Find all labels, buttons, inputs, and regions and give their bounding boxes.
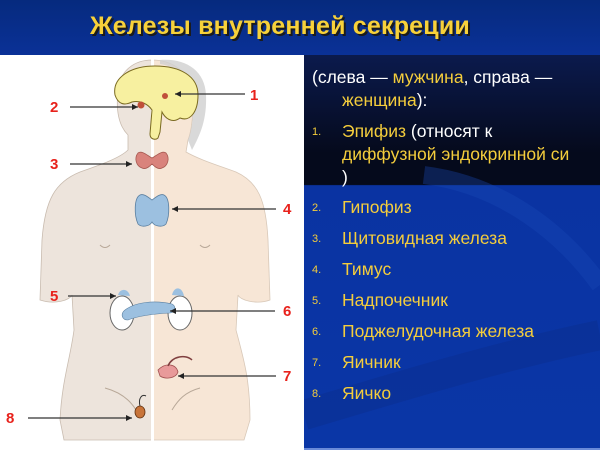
list-number: 7. <box>312 357 322 369</box>
text-panel: (слева — мужчина, справа — женщина): 1. … <box>304 55 600 450</box>
thymus-shape <box>134 194 170 227</box>
pituitary-gland-shape <box>137 101 145 109</box>
endocrine-diagram: 1 2 3 4 5 6 7 8 <box>0 55 304 450</box>
adrenal-left-shape <box>118 289 130 296</box>
adrenal-right-shape <box>172 288 184 296</box>
list-number: 8. <box>312 388 322 400</box>
diagram-label-6: 6 <box>283 303 292 320</box>
list-number: 1. <box>312 126 322 138</box>
brain-shape <box>114 65 199 140</box>
list-item-6: 6. Поджелудочная железа <box>312 320 600 343</box>
list-item-4: 4. Тимус <box>312 258 600 281</box>
body-illustration <box>28 55 276 450</box>
list-item-8: 8. Яичко <box>312 382 600 405</box>
intro-close: ): <box>416 90 428 110</box>
male-body-half <box>39 59 153 441</box>
intro-middle: , справа — <box>463 67 553 87</box>
list-number: 2. <box>312 202 322 214</box>
list-item-name: Тимус <box>342 259 392 279</box>
diagram-label-5: 5 <box>50 288 59 305</box>
diagram-label-8: 8 <box>6 410 15 427</box>
list-item-3: 3. Щитовидная железа <box>312 227 600 250</box>
intro-text: (слева — мужчина, справа — женщина): <box>312 66 600 112</box>
list-item-name: Поджелудочная железа <box>342 321 534 341</box>
list-item-2: 2. Гипофиз <box>312 196 600 219</box>
diagram-label-2: 2 <box>50 99 59 116</box>
intro-open: (слева — <box>312 67 393 87</box>
list-item-name: Яичко <box>342 383 392 403</box>
title-bar: Железы внутренней секреции <box>0 0 600 55</box>
list-item-note: (относят к <box>406 121 493 141</box>
list-item-note-close: ) <box>342 167 348 187</box>
list-number: 4. <box>312 264 322 276</box>
gland-list: 1. Эпифиз (относят к диффузной эндокринн… <box>312 120 600 405</box>
list-item-name: Щитовидная железа <box>342 228 507 248</box>
diagram-label-4: 4 <box>283 201 292 218</box>
diagram-label-7: 7 <box>283 368 292 385</box>
list-item-name: Гипофиз <box>342 197 412 217</box>
pancreas-shape <box>121 301 176 321</box>
list-item-name: Надпочечник <box>342 290 448 310</box>
slide-title: Железы внутренней секреции <box>90 12 470 40</box>
testis-shape <box>134 405 146 419</box>
list-number: 6. <box>312 326 322 338</box>
list-item-5: 5. Надпочечник <box>312 289 600 312</box>
list-item-note-line2: диффузной эндокринной си <box>342 144 570 164</box>
list-number: 5. <box>312 295 322 307</box>
list-item-1: 1. Эпифиз (относят к диффузной эндокринн… <box>312 120 600 189</box>
ovary-shape <box>157 364 179 379</box>
list-number: 3. <box>312 233 322 245</box>
diagram-label-3: 3 <box>50 156 59 173</box>
intro-female: женщина <box>342 90 417 110</box>
pineal-gland-shape <box>162 93 168 99</box>
thyroid-shape <box>135 151 169 169</box>
list-item-7: 7. Яичник <box>312 351 600 374</box>
diagram-label-1: 1 <box>250 87 259 104</box>
intro-male: мужчина <box>392 67 464 87</box>
list-item-name: Яичник <box>342 352 401 372</box>
right-kidney-shape <box>167 295 193 331</box>
list-item-name: Эпифиз <box>342 121 407 141</box>
